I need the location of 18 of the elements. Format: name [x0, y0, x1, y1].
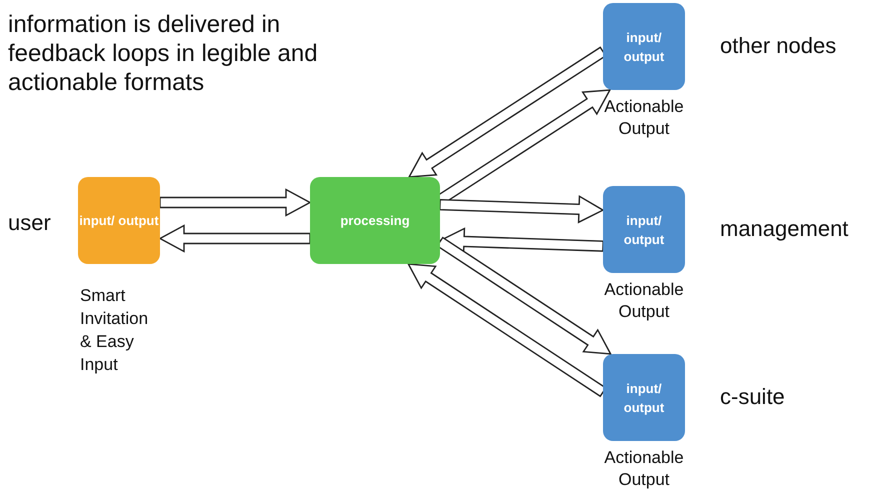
heading: information is delivered in feedback loops in legible and actionable formats	[8, 10, 319, 97]
block-arrow	[158, 224, 311, 253]
node-caption: Smart Invitation & Easy Input	[80, 285, 150, 376]
node-label: input/ output	[622, 380, 666, 416]
node-caption: other nodes	[720, 33, 836, 59]
node-label: processing	[339, 212, 411, 230]
processing-box	[310, 177, 440, 264]
block-arrow	[439, 195, 604, 224]
node-caption: Actionable Output	[603, 279, 685, 323]
block-arrow	[159, 188, 312, 217]
node-caption: Actionable Output	[603, 447, 685, 491]
node-caption: Actionable Output	[603, 96, 685, 140]
node-caption: management	[720, 216, 848, 242]
node-caption: c-suite	[720, 384, 785, 410]
node-label: input/ output	[622, 212, 666, 248]
node-caption: user	[8, 210, 51, 236]
node-label: input/ output	[622, 28, 666, 66]
node-label: input/ output	[79, 212, 159, 230]
